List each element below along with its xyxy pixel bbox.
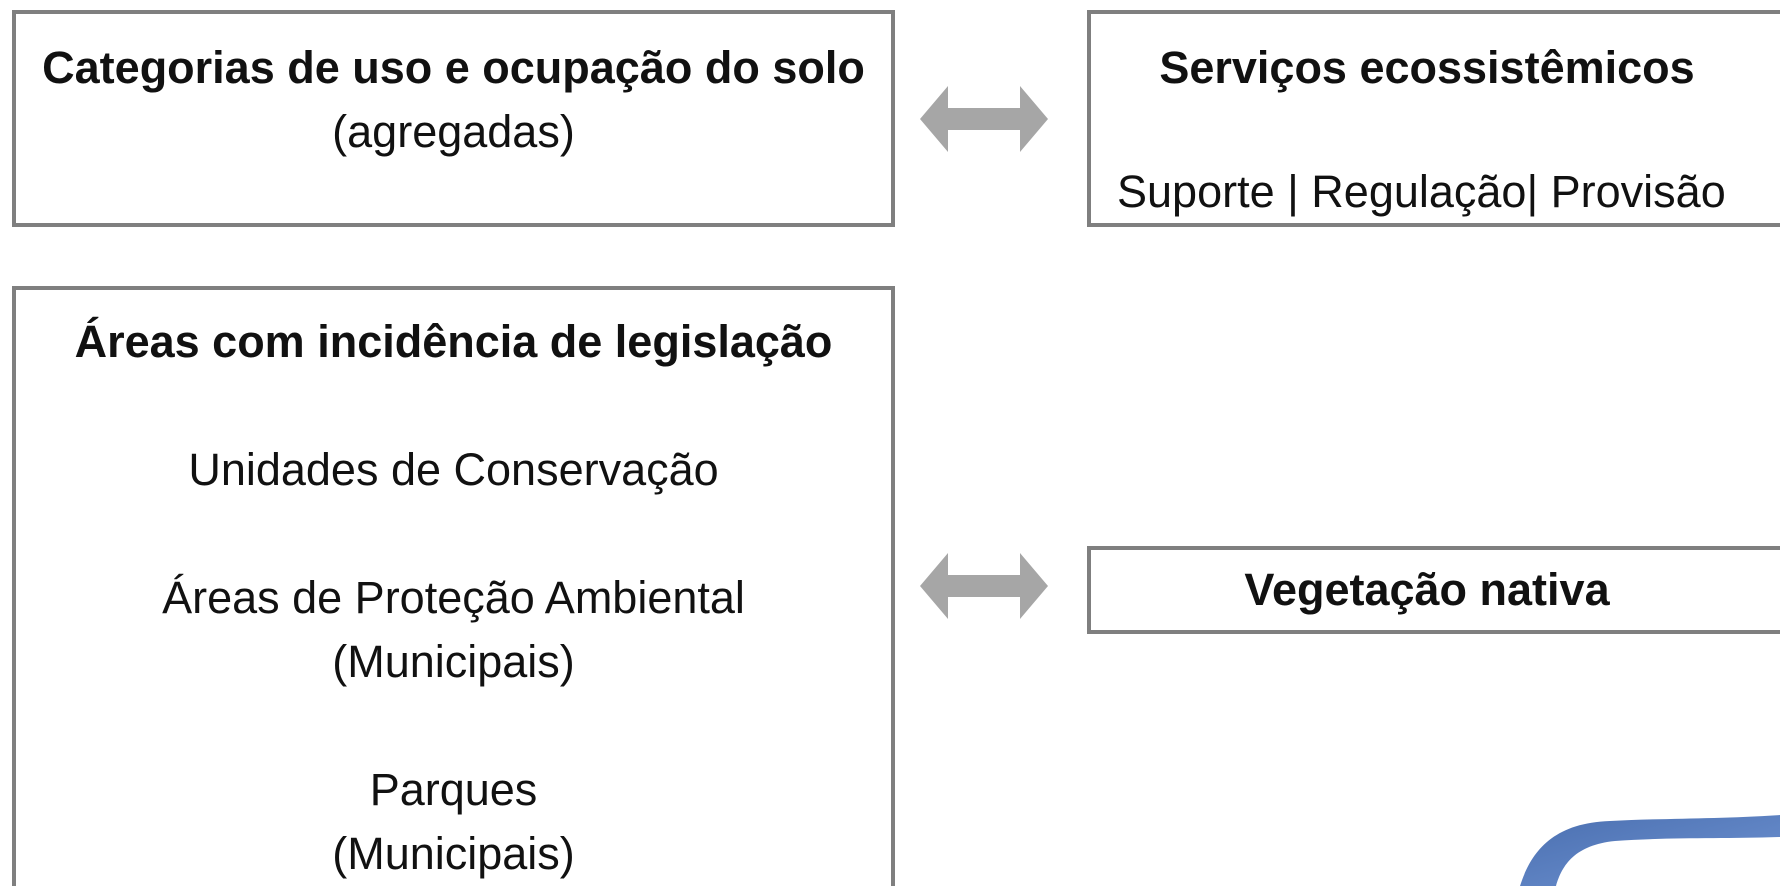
double-arrow-icon [920, 86, 1048, 152]
legislation-title: Áreas com incidência de legislação [74, 316, 833, 367]
ecosystem-services-box: Serviços ecossistêmicos Suporte | Regula… [1087, 10, 1780, 227]
land-use-title: Categorias de uso e ocupação do solo [42, 42, 865, 93]
ecosystem-services-list: Suporte | Regulação| Provisão [1117, 166, 1726, 217]
double-arrow-icon [920, 553, 1048, 619]
native-vegetation-box: Vegetação nativa [1087, 546, 1780, 634]
legislation-areas-box: Áreas com incidência de legislação Unida… [12, 286, 895, 886]
legislation-item-parks: Parques [369, 764, 538, 815]
legislation-item-apa: Áreas de Proteção Ambiental [162, 572, 745, 623]
land-use-subtitle: (agregadas) [332, 106, 575, 157]
legislation-item-parks-scope: (Municipais) [332, 828, 575, 879]
legislation-item-apa-scope: (Municipais) [332, 636, 575, 687]
legislation-item-conservation-units: Unidades de Conservação [188, 444, 719, 495]
ecosystem-services-title: Serviços ecossistêmicos [1159, 42, 1695, 93]
land-use-box: Categorias de uso e ocupação do solo (ag… [12, 10, 895, 227]
native-vegetation-title: Vegetação nativa [1244, 564, 1610, 615]
ribbon-shape [1520, 815, 1780, 886]
